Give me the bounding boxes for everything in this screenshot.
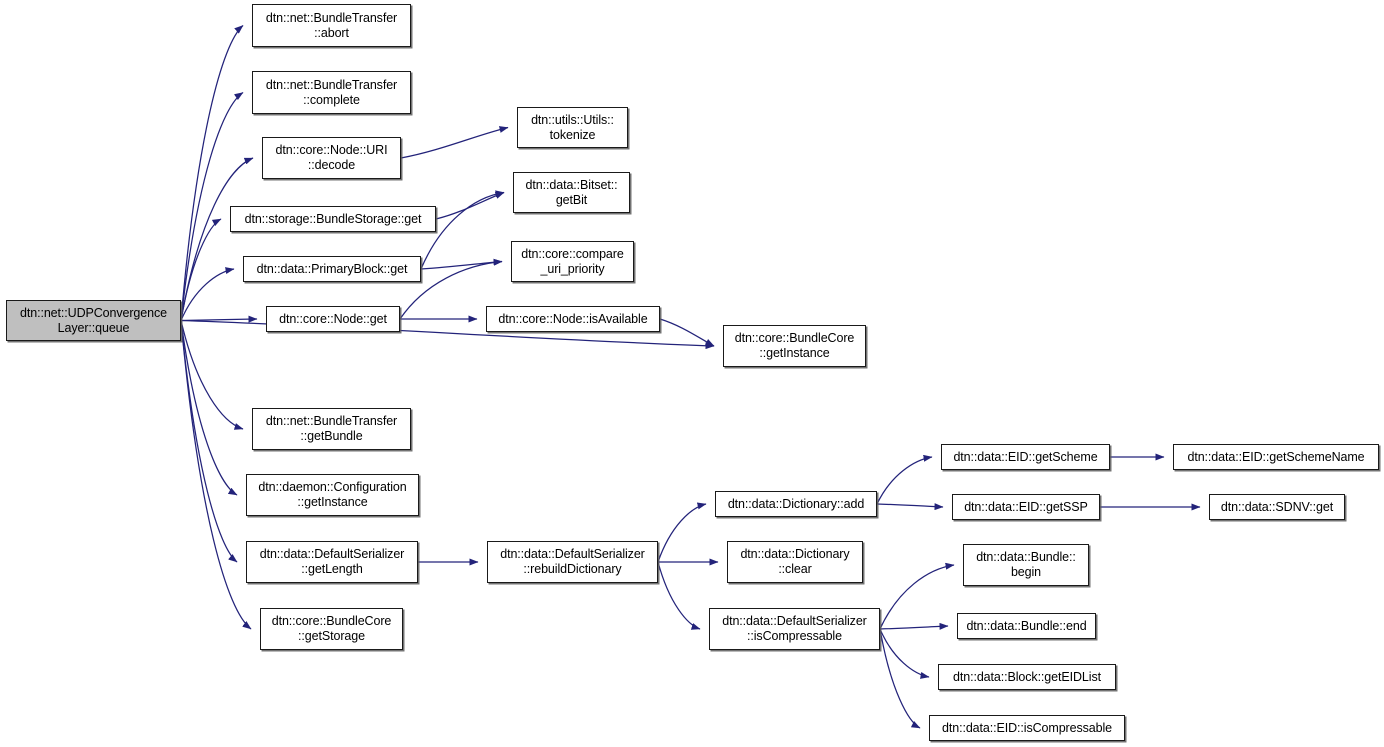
graph-edge-ds_iscompressable-to-bundle_end xyxy=(879,622,949,630)
graph-node-label: dtn::net::BundleTransfer ::complete xyxy=(265,77,398,107)
graph-node-cfg_getinstance[interactable]: dtn::daemon::Configuration ::getInstance xyxy=(246,474,419,516)
graph-node-label: dtn::core::Node::isAvailable xyxy=(498,311,648,326)
graph-edge-ds_iscompressable-to-eid_iscompressable xyxy=(879,628,921,729)
graph-node-eid_iscompressable[interactable]: dtn::data::EID::isCompressable xyxy=(929,715,1125,741)
graph-edge-primaryblock_get-to-compare_uri xyxy=(420,258,503,270)
graph-node-label: dtn::data::DefaultSerializer ::rebuildDi… xyxy=(500,547,645,576)
graph-edge-root-to-bc_getstorage xyxy=(180,320,252,630)
graph-edge-root-to-bt_abort xyxy=(180,25,244,321)
graph-node-label: dtn::net::BundleTransfer ::abort xyxy=(265,10,398,40)
graph-node-label: dtn::data::EID::getScheme xyxy=(953,449,1098,464)
graph-node-eid_getscheme[interactable]: dtn::data::EID::getScheme xyxy=(941,444,1110,470)
graph-node-label: dtn::data::EID::isCompressable xyxy=(942,720,1112,735)
graph-node-bt_getbundle[interactable]: dtn::net::BundleTransfer ::getBundle xyxy=(252,408,411,450)
graph-node-node_get[interactable]: dtn::core::Node::get xyxy=(266,306,400,332)
graph-node-label: dtn::data::DefaultSerializer ::getLength xyxy=(259,547,405,576)
graph-edge-node_isavailable-to-bc_getinstance xyxy=(659,318,715,347)
graph-node-eid_getssp[interactable]: dtn::data::EID::getSSP xyxy=(952,494,1100,520)
graph-node-label: dtn::data::Bundle:: begin xyxy=(976,550,1076,579)
graph-node-label: dtn::daemon::Configuration ::getInstance xyxy=(258,480,407,509)
graph-node-utils_tokenize[interactable]: dtn::utils::Utils:: tokenize xyxy=(517,107,628,148)
graph-node-dict_add[interactable]: dtn::data::Dictionary::add xyxy=(715,491,877,517)
graph-edge-root-to-node_get xyxy=(180,315,258,323)
graph-node-bt_complete[interactable]: dtn::net::BundleTransfer ::complete xyxy=(252,71,411,114)
graph-node-ds_iscompressable[interactable]: dtn::data::DefaultSerializer ::isCompres… xyxy=(709,608,880,650)
graph-node-label: dtn::data::PrimaryBlock::get xyxy=(256,261,408,276)
graph-node-label: dtn::utils::Utils:: tokenize xyxy=(531,112,614,142)
graph-node-label: dtn::data::Bundle::end xyxy=(966,618,1087,633)
graph-node-ds_getlength[interactable]: dtn::data::DefaultSerializer ::getLength xyxy=(246,541,418,583)
graph-edge-uri_decode-to-utils_tokenize xyxy=(400,126,509,159)
graph-edge-bundlestorage_get-to-bitset_getbit xyxy=(435,191,505,220)
graph-node-label: dtn::data::Bitset:: getBit xyxy=(525,177,618,207)
graph-node-label: dtn::data::SDNV::get xyxy=(1220,499,1334,514)
graph-node-block_geteidlist[interactable]: dtn::data::Block::getEIDList xyxy=(938,664,1116,690)
graph-edge-root-to-bundlestorage_get xyxy=(180,218,222,321)
graph-node-label: dtn::data::Dictionary ::clear xyxy=(740,547,850,576)
graph-node-label: dtn::data::EID::getSSP xyxy=(964,499,1088,514)
graph-node-label: dtn::core::Node::URI ::decode xyxy=(275,143,388,172)
graph-edge-ds_iscompressable-to-block_geteidlist xyxy=(879,628,930,679)
graph-edge-root-to-uri_decode xyxy=(180,157,254,321)
graph-node-label: dtn::data::EID::getSchemeName xyxy=(1187,449,1365,464)
graph-node-node_isavailable[interactable]: dtn::core::Node::isAvailable xyxy=(486,306,660,332)
graph-node-label: dtn::storage::BundleStorage::get xyxy=(244,211,422,226)
graph-node-bundle_end[interactable]: dtn::data::Bundle::end xyxy=(957,613,1096,639)
graph-node-uri_decode[interactable]: dtn::core::Node::URI ::decode xyxy=(262,137,401,179)
graph-edge-ds_rebuilddict-to-dict_add xyxy=(657,502,707,563)
graph-node-label: dtn::core::Node::get xyxy=(279,311,387,326)
graph-edge-dict_add-to-eid_getssp xyxy=(876,503,944,511)
graph-node-ds_rebuilddict[interactable]: dtn::data::DefaultSerializer ::rebuildDi… xyxy=(487,541,658,583)
graph-node-sdnv_get[interactable]: dtn::data::SDNV::get xyxy=(1209,494,1345,520)
graph-node-label: dtn::data::Block::getEIDList xyxy=(953,669,1101,684)
graph-node-eid_getschemename[interactable]: dtn::data::EID::getSchemeName xyxy=(1173,444,1379,470)
graph-edge-root-to-cfg_getinstance xyxy=(180,320,238,496)
graph-node-bc_getinstance[interactable]: dtn::core::BundleCore ::getInstance xyxy=(723,325,866,367)
graph-node-bt_abort[interactable]: dtn::net::BundleTransfer ::abort xyxy=(252,4,411,47)
graph-node-bundle_begin[interactable]: dtn::data::Bundle:: begin xyxy=(963,544,1089,586)
graph-node-compare_uri[interactable]: dtn::core::compare _uri_priority xyxy=(511,241,634,282)
graph-edge-root-to-primaryblock_get xyxy=(180,267,235,321)
graph-node-root[interactable]: dtn::net::UDPConvergence Layer::queue xyxy=(6,300,181,341)
graph-node-label: dtn::net::BundleTransfer ::getBundle xyxy=(265,414,398,443)
graph-node-dict_clear[interactable]: dtn::data::Dictionary ::clear xyxy=(727,541,863,583)
graph-edge-dict_add-to-eid_getscheme xyxy=(876,454,933,505)
graph-edge-ds_iscompressable-to-bundle_begin xyxy=(879,562,955,630)
graph-node-label: dtn::data::DefaultSerializer ::isCompres… xyxy=(722,614,867,643)
graph-node-primaryblock_get[interactable]: dtn::data::PrimaryBlock::get xyxy=(243,256,421,282)
graph-node-bundlestorage_get[interactable]: dtn::storage::BundleStorage::get xyxy=(230,206,436,232)
graph-edge-ds_rebuilddict-to-ds_iscompressable xyxy=(657,561,701,630)
graph-edge-root-to-bt_getbundle xyxy=(180,320,244,430)
graph-node-label: dtn::core::BundleCore ::getStorage xyxy=(271,614,392,643)
graph-edge-root-to-ds_getlength xyxy=(180,320,238,563)
graph-node-label: dtn::data::Dictionary::add xyxy=(727,496,865,511)
graph-node-label: dtn::core::BundleCore ::getInstance xyxy=(734,331,855,360)
graph-node-label: dtn::net::UDPConvergence Layer::queue xyxy=(20,305,167,335)
graph-node-bc_getstorage[interactable]: dtn::core::BundleCore ::getStorage xyxy=(260,608,403,650)
graph-node-label: dtn::core::compare _uri_priority xyxy=(521,246,624,276)
graph-node-bitset_getbit[interactable]: dtn::data::Bitset:: getBit xyxy=(513,172,630,213)
